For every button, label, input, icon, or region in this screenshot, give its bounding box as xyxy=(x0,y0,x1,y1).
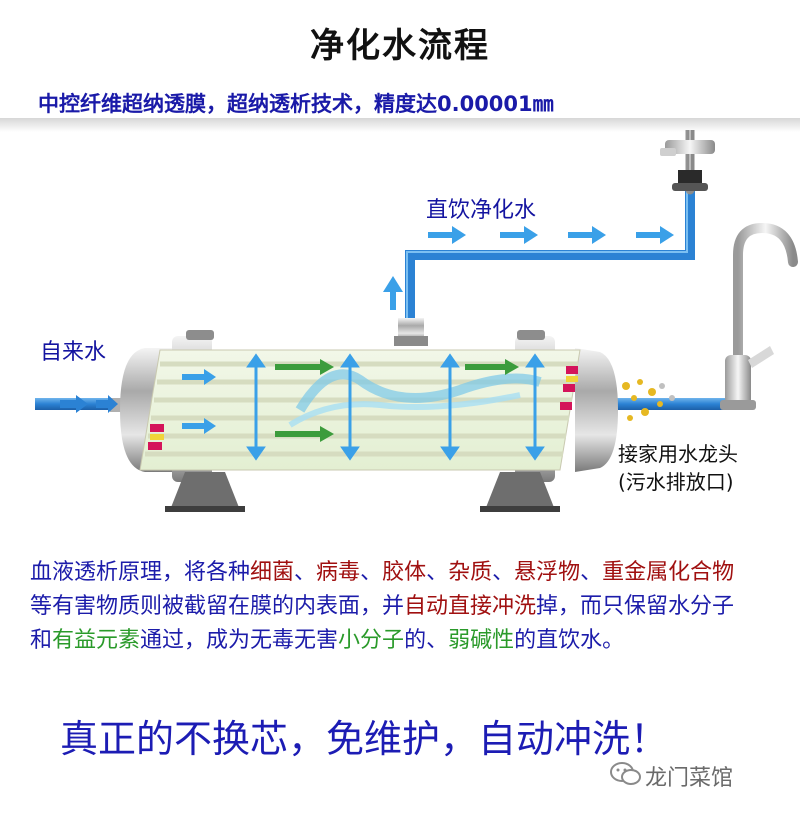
principle-description: 血液透析原理，将各种细菌、病毒、胶体、杂质、悬浮物、重金属化合物等有害物质则被截… xyxy=(30,556,750,658)
body-text: 、 xyxy=(580,560,603,585)
highlight-impurity: 杂质 xyxy=(448,560,493,585)
highlight-heavy-metal: 重金属化合物 xyxy=(602,560,735,585)
body-text: 的、 xyxy=(404,628,449,653)
body-text: 的直饮水。 xyxy=(514,628,625,653)
watermark: 龙门菜馆 xyxy=(645,766,734,791)
body-text: 、 xyxy=(426,560,449,585)
up-arrow xyxy=(383,276,403,310)
mounting-feet xyxy=(165,472,560,512)
body-text: 血液透析原理，将各种 xyxy=(30,560,251,585)
inlet-arrows xyxy=(60,395,118,413)
outlet-label-line2: (污水排放口) xyxy=(618,470,734,494)
purified-water-label: 直饮净化水 xyxy=(426,198,537,223)
drain-pipe xyxy=(610,398,725,410)
purified-flow-arrows xyxy=(428,226,674,244)
purified-water-pipe xyxy=(405,190,695,325)
highlight-alkaline: 弱碱性 xyxy=(448,628,515,653)
purification-diagram xyxy=(35,130,798,512)
highlight-beneficial: 有益元素 xyxy=(52,628,141,653)
body-text: 、 xyxy=(294,560,317,585)
outlet-label-line1: 接家用水龙头 xyxy=(618,442,738,466)
body-text: 等有害物质则被截留在膜的内表面，并 xyxy=(30,594,405,619)
highlight-virus: 病毒 xyxy=(316,560,361,585)
tap-water-label: 自来水 xyxy=(40,340,107,365)
kitchen-faucet-icon xyxy=(720,222,798,410)
body-text: 掉，而只保留水分子和 xyxy=(30,594,735,653)
wechat-icon xyxy=(610,762,641,785)
drinking-faucet-icon xyxy=(660,130,715,195)
top-fitting xyxy=(394,318,428,346)
highlight-colloid: 胶体 xyxy=(382,560,427,585)
subtitle: 中控纤维超纳透膜，超纳透析技术，精度达0.00001㎜ xyxy=(38,92,554,116)
highlight-suspended: 悬浮物 xyxy=(514,560,581,585)
waste-particles xyxy=(622,379,675,421)
slogan: 真正的不换芯，免维护，自动冲洗！ xyxy=(60,717,669,761)
highlight-auto-flush: 自动直接冲洗 xyxy=(404,594,537,619)
page-title: 净化水流程 xyxy=(310,26,490,66)
body-text: 、 xyxy=(492,560,515,585)
highlight-small-molecule: 小分子 xyxy=(338,628,405,653)
body-text: 、 xyxy=(360,560,383,585)
membrane-section xyxy=(139,349,581,471)
header-divider xyxy=(0,118,800,132)
body-text: 通过，成为无毒无害 xyxy=(140,628,339,653)
highlight-bacteria: 细菌 xyxy=(250,560,295,585)
membrane-flow-arrows xyxy=(182,353,545,461)
